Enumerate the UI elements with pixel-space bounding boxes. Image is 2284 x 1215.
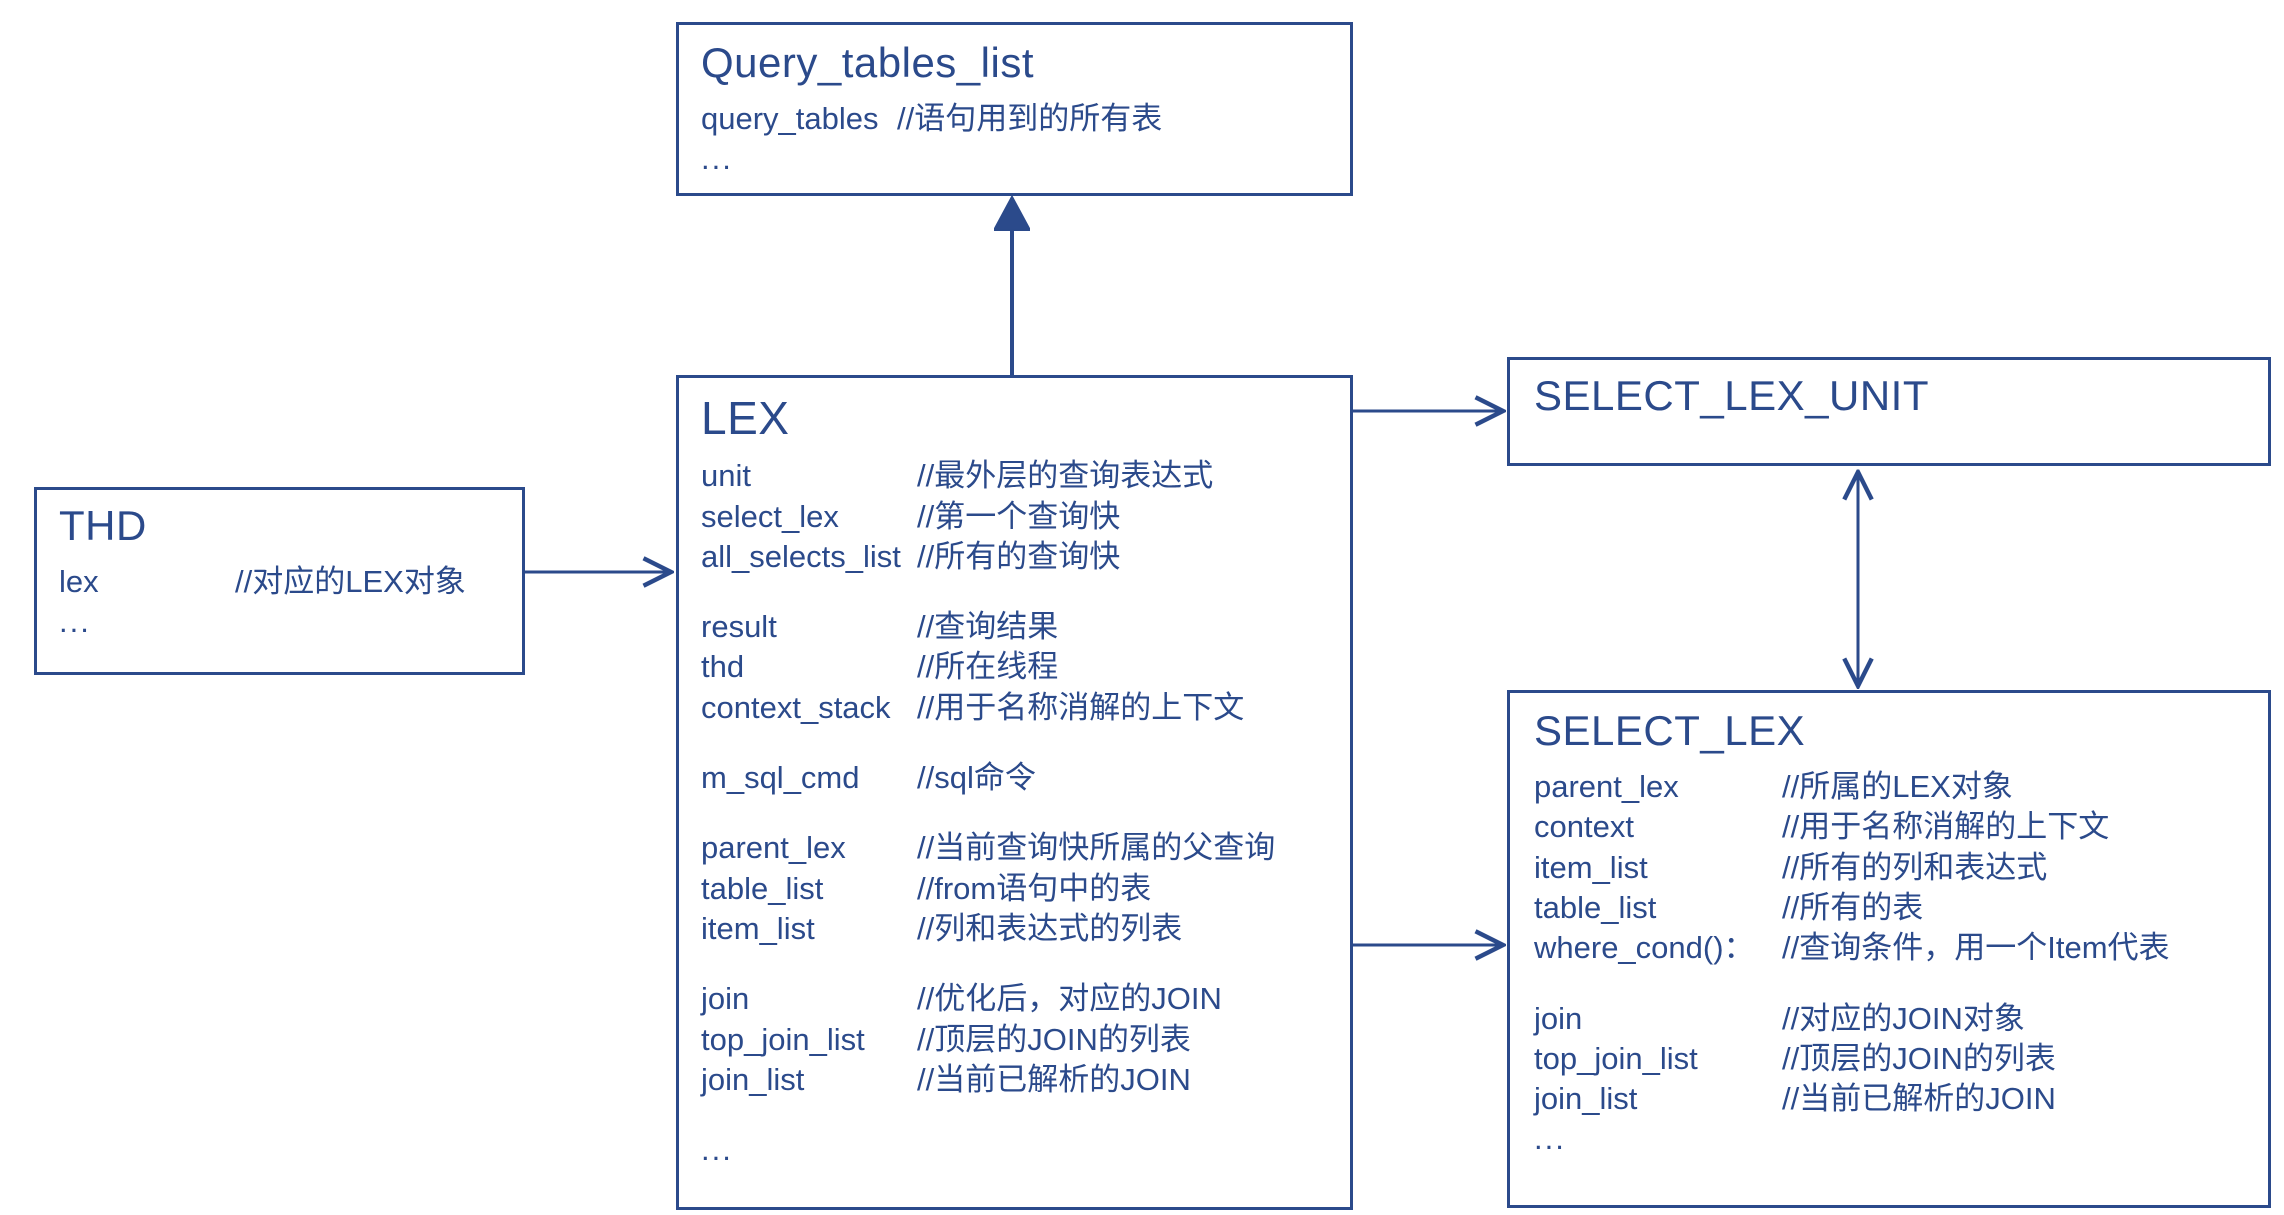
field-comment: //查询结果 [917,609,1059,645]
field-name: query_tables [701,101,879,137]
field-name: join [1534,1000,1583,1036]
field-comment: //列和表达式的列表 [917,910,1183,946]
field-name: item_list [1534,849,1648,885]
field-name: table_list [701,870,824,906]
class-box-select-lex-unit[interactable]: SELECT_LEX_UNIT [1507,357,2271,466]
field-name: join_list [1534,1081,1638,1117]
field-row: item_list //列和表达式的列表 [701,909,1350,949]
field-row: parent_lex //当前查询快所属的父查询 [701,828,1350,868]
field-comment: //对应的LEX对象 [235,564,466,600]
field-list-select-lex: parent_lex //所属的LEX对象 context //用于名称消解的上… [1534,767,2268,1160]
field-ellipsis: ... [1534,1121,1566,1157]
field-comment: //所有的列和表达式 [1782,849,2048,885]
field-row: m_sql_cmd //sql命令 [701,758,1350,798]
field-group-spacer [701,949,1350,979]
class-box-select-lex[interactable]: SELECT_LEX parent_lex //所属的LEX对象 context… [1507,690,2271,1208]
field-group-spacer [701,728,1350,758]
field-comment: //from语句中的表 [917,870,1152,906]
field-row: parent_lex //所属的LEX对象 [1534,767,2268,807]
field-row: table_list //from语句中的表 [701,869,1350,909]
field-comment: //优化后，对应的JOIN [917,981,1222,1017]
field-row: top_join_list //顶层的JOIN的列表 [1534,1039,2268,1079]
field-name: result [701,609,777,645]
field-comment: //当前已解析的JOIN [917,1061,1191,1097]
field-comment: //所有的表 [1782,889,1924,925]
field-ellipsis: ... [701,141,733,177]
field-name: join_list [701,1061,805,1097]
field-name: parent_lex [1534,769,1679,805]
field-name: top_join_list [701,1021,865,1057]
field-comment: //顶层的JOIN的列表 [1782,1040,2056,1076]
field-row: context_stack //用于名称消解的上下文 [701,688,1350,728]
field-name: unit [701,458,751,494]
class-box-thd[interactable]: THD lex //对应的LEX对象 ... [34,487,525,675]
field-ellipsis: ... [59,604,91,640]
field-comment: //顶层的JOIN的列表 [917,1021,1191,1057]
field-row: all_selects_list //所有的查询快 [701,537,1350,577]
field-comment: //所在线程 [917,649,1059,685]
class-title-query-tables-list: Query_tables_list [701,39,1034,86]
field-comment: //对应的JOIN对象 [1782,1000,2025,1036]
class-title-select-lex-unit: SELECT_LEX_UNIT [1534,372,1929,419]
field-row: join //优化后，对应的JOIN [701,979,1350,1019]
field-comment: //所有的查询快 [917,538,1121,574]
field-row: thd //所在线程 [701,647,1350,687]
field-name: top_join_list [1534,1040,1698,1076]
field-group-spacer [701,1100,1350,1130]
field-row: context //用于名称消解的上下文 [1534,807,2268,847]
field-row: select_lex //第一个查询快 [701,497,1350,537]
field-comment: //当前已解析的JOIN [1782,1081,2056,1117]
field-ellipsis: ... [701,1132,733,1168]
field-name: m_sql_cmd [701,760,860,796]
field-name: where_cond()： [1534,930,1755,966]
class-title-thd: THD [59,502,147,549]
class-title-lex: LEX [701,392,790,444]
field-name: join [701,981,750,1017]
field-comment: //当前查询快所属的父查询 [917,830,1276,866]
field-comment: //最外层的查询表达式 [917,458,1214,494]
field-comment: //查询条件，用一个Item代表 [1782,930,2170,966]
field-list-lex: unit //最外层的查询表达式 select_lex //第一个查询快 all… [701,456,1350,1170]
field-comment: //用于名称消解的上下文 [1782,809,2110,845]
field-name: select_lex [701,498,839,534]
field-row: top_join_list //顶层的JOIN的列表 [701,1020,1350,1060]
field-row: result //查询结果 [701,607,1350,647]
field-row: table_list //所有的表 [1534,888,2268,928]
field-row: join_list //当前已解析的JOIN [1534,1079,2268,1119]
field-name: parent_lex [701,830,846,866]
field-row: unit //最外层的查询表达式 [701,456,1350,496]
class-box-query-tables-list[interactable]: Query_tables_list query_tables //语句用到的所有… [676,22,1353,196]
class-box-lex[interactable]: LEX unit //最外层的查询表达式 select_lex //第一个查询快… [676,375,1353,1210]
field-list-thd: lex //对应的LEX对象 ... [59,562,522,643]
field-group-spacer [701,577,1350,607]
field-comment: //用于名称消解的上下文 [917,689,1245,725]
field-comment: //第一个查询快 [917,498,1121,534]
field-row: item_list //所有的列和表达式 [1534,848,2268,888]
field-row: query_tables //语句用到的所有表 [701,99,1350,139]
field-row: where_cond()： //查询条件，用一个Item代表 [1534,928,2268,968]
field-group-spacer [701,798,1350,828]
field-name: table_list [1534,889,1657,925]
field-row: lex //对应的LEX对象 [59,562,522,602]
field-name: all_selects_list [701,538,901,574]
field-comment: //语句用到的所有表 [897,101,1163,137]
field-row: join //对应的JOIN对象 [1534,999,2268,1039]
field-name: context_stack [701,689,891,725]
field-name: context [1534,809,1634,845]
field-name: item_list [701,910,815,946]
field-comment: //sql命令 [917,760,1036,796]
field-list-query-tables-list: query_tables //语句用到的所有表 ... [701,99,1350,180]
field-name: lex [59,564,99,600]
class-title-select-lex: SELECT_LEX [1534,707,1806,754]
field-row: join_list //当前已解析的JOIN [701,1060,1350,1100]
field-group-spacer [1534,969,2268,999]
field-name: thd [701,649,745,685]
field-comment: //所属的LEX对象 [1782,769,2013,805]
